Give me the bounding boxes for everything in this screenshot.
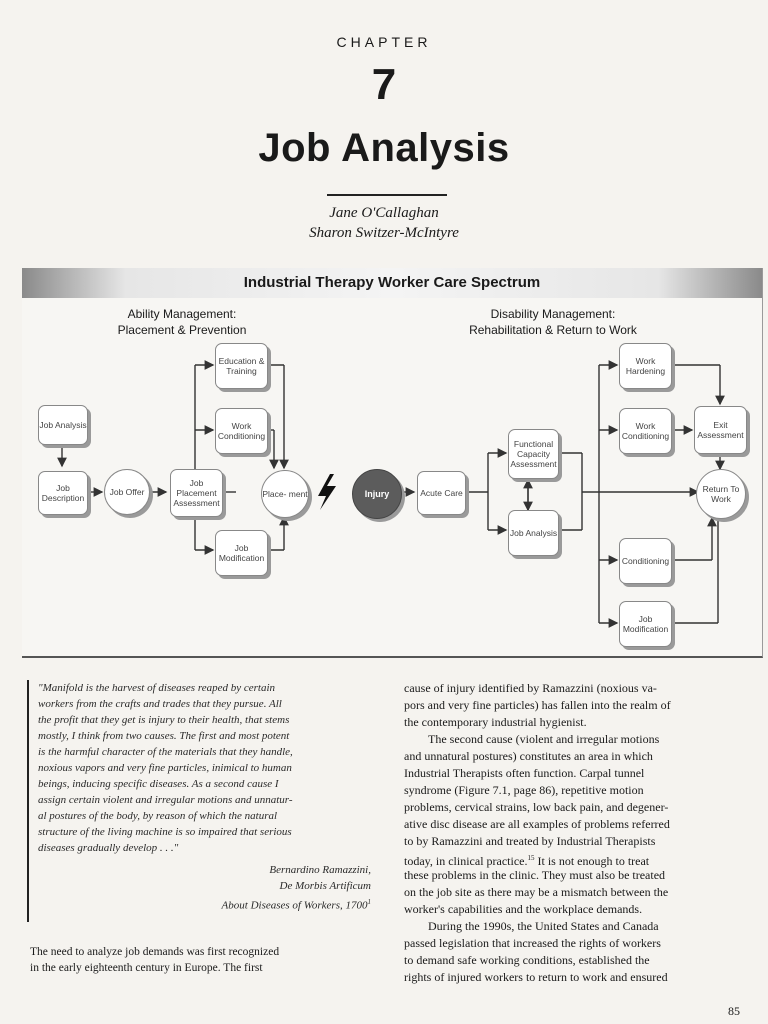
epigraph-line: mostly, I think from two causes. The fir… <box>38 730 290 742</box>
body-text-line: ative disc disease are all examples of p… <box>404 817 670 831</box>
section-heading-line: Rehabilitation & Return to Work <box>469 323 637 337</box>
epigraph-line: "Manifold is the harvest of diseases rea… <box>38 682 276 694</box>
body-text-line: cause of injury identified by Ramazzini … <box>404 681 657 695</box>
node-job-placement-assessment: Job Placement Assessment <box>170 469 223 517</box>
citation-marker: 1 <box>367 898 372 906</box>
node-placement: Place- ment <box>261 470 309 518</box>
flow-arrows <box>57 360 725 628</box>
node-job-modification: Job Modification <box>215 530 268 576</box>
node-job-modification-rehab: Job Modification <box>619 601 672 647</box>
node-return-to-work: Return To Work <box>696 469 746 519</box>
figure-title: Industrial Therapy Worker Care Spectrum <box>243 274 541 291</box>
lightning-icon <box>318 474 336 510</box>
node-job-analysis-rehab: Job Analysis <box>508 510 559 556</box>
node-injury: Injury <box>352 469 402 519</box>
section-heading-line: Ability Management: <box>127 307 237 321</box>
worker-care-spectrum-figure: Industrial Therapy Worker Care Spectrum … <box>22 268 763 658</box>
node-job-description: Job Description <box>38 471 88 515</box>
epigraph-source-text: About Diseases of Workers, 1700 <box>221 899 368 912</box>
node-acute-care: Acute Care <box>417 471 466 515</box>
body-text-line: During the 1990s, the United States and … <box>428 919 659 933</box>
chapter-title: Job Analysis <box>258 126 510 170</box>
disability-management-heading: Disability Management: Rehabilitation & … <box>438 306 668 338</box>
author-name: Sharon Switzer-McIntyre <box>309 225 459 241</box>
node-work-hardening: Work Hardening <box>619 343 672 389</box>
body-text-line: these problems in the clinic. They must … <box>404 868 666 882</box>
epigraph-line: assign certain violent and irregular mot… <box>38 794 293 806</box>
body-text-line: in the early eighteenth century in Europ… <box>30 962 263 974</box>
body-text-line: to demand safe working conditions, estab… <box>404 953 650 967</box>
body-text-segment: It is not enough to treat <box>534 854 650 868</box>
body-text-line: problems, cervical strains, low back pai… <box>404 800 669 814</box>
body-text-line: The second cause (violent and irregular … <box>428 732 660 746</box>
ability-management-heading: Ability Management: Placement & Preventi… <box>82 306 282 338</box>
body-text-line: pors and very fine particles) has fallen… <box>404 698 671 712</box>
body-text-line: The need to analyze job demands was firs… <box>30 946 280 958</box>
body-text-line: rights of injured workers to return to w… <box>404 970 668 984</box>
body-text-line: to by Ramazzini and treated by Industria… <box>404 834 656 848</box>
node-functional-capacity-assessment: Functional Capacity Assessment <box>508 429 559 479</box>
section-heading-line: Placement & Prevention <box>117 323 247 337</box>
node-education-training: Education & Training <box>215 343 268 389</box>
epigraph-author: Bernardino Ramazzini, <box>269 864 371 876</box>
body-text-segment: today, in clinical practice. <box>404 854 528 868</box>
body-text-line: passed legislation that increased the ri… <box>404 936 661 950</box>
epigraph-line: the profit that they get is injury to th… <box>38 714 290 726</box>
section-heading-line: Disability Management: <box>490 307 616 321</box>
figure-banner <box>22 268 762 298</box>
node-conditioning: Conditioning <box>619 538 672 584</box>
node-work-conditioning: Work Conditioning <box>215 408 268 454</box>
epigraph-line: beings, inducing specific diseases. As a… <box>38 778 279 790</box>
body-text-line: today, in clinical practice.15 It is not… <box>404 850 649 869</box>
body-text-line: and unnatural postures) constitutes an a… <box>404 749 653 763</box>
node-job-offer: Job Offer <box>104 469 150 515</box>
chapter-number: 7 <box>371 60 397 109</box>
epigraph-source: De Morbis Artificum <box>279 880 371 892</box>
citation-marker: 15 <box>527 854 535 862</box>
epigraph-source-translation: About Diseases of Workers, 17001 <box>38 894 371 914</box>
body-text-line: worker's capabilities and the workplace … <box>404 902 643 916</box>
epigraph-line: is the harmful character of the material… <box>38 746 293 758</box>
epigraph-line: al postures of the body, by reason of wh… <box>38 810 278 822</box>
epigraph-rule <box>27 680 29 922</box>
epigraph-line: structure of the living machine is so im… <box>38 826 292 838</box>
epigraph-line: workers from the crafts and trades that … <box>38 698 282 710</box>
body-text-line: on the job site as there may be a mismat… <box>404 885 669 899</box>
body-text-line: Industrial Therapists often function. Ca… <box>404 766 645 780</box>
author-name: Jane O'Callaghan <box>329 205 439 221</box>
node-work-conditioning-rehab: Work Conditioning <box>619 408 672 454</box>
chapter-label: CHAPTER <box>336 34 432 50</box>
epigraph-line: noxious vapors and very fine particles, … <box>38 762 292 774</box>
node-job-analysis: Job Analysis <box>38 405 88 445</box>
title-rule <box>327 194 447 196</box>
epigraph-line: diseases gradually develop . . ." <box>38 842 179 854</box>
body-text-line: syndrome (Figure 7.1, page 86), repetiti… <box>404 783 644 797</box>
node-exit-assessment: Exit Assessment <box>694 406 747 454</box>
page-number: 85 <box>728 1004 740 1018</box>
body-text-line: the contemporary industrial hygienist. <box>404 715 587 729</box>
